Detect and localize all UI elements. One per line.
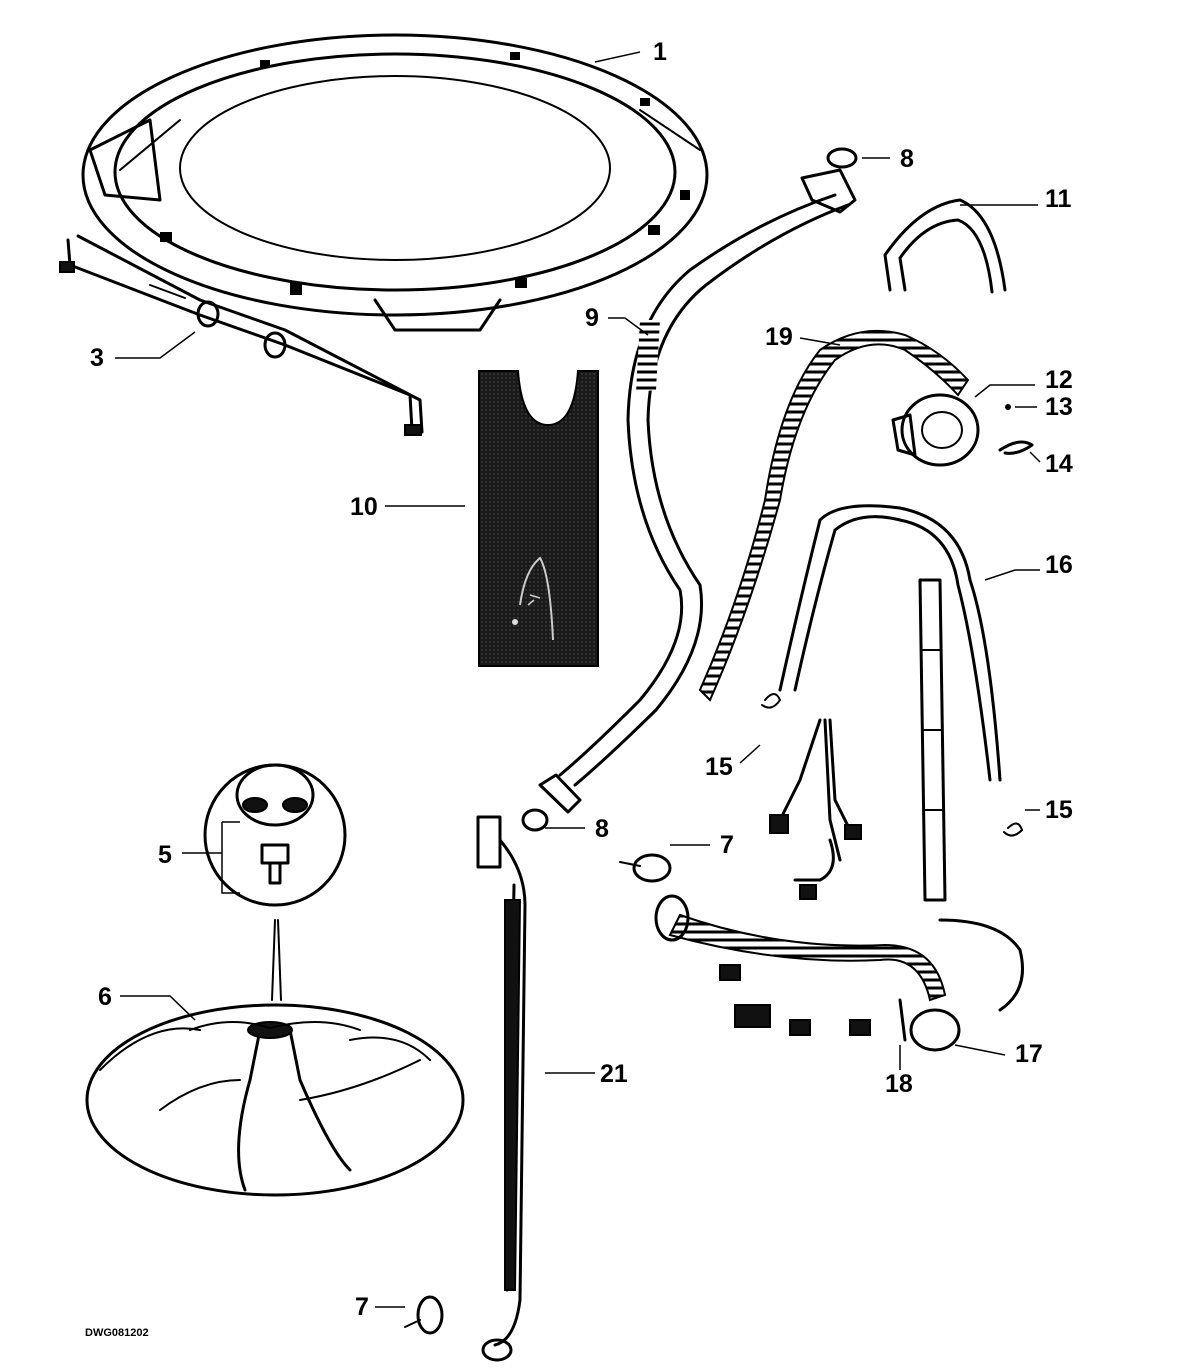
callout-9: 9 xyxy=(585,304,599,332)
callout-15-right: 15 xyxy=(1045,796,1073,824)
callout-15-left: 15 xyxy=(705,753,733,781)
callout-7-clamp: 7 xyxy=(720,831,734,859)
callout-13: 13 xyxy=(1045,393,1073,421)
callout-7-bottom: 7 xyxy=(355,1293,369,1321)
u-clip-part xyxy=(883,198,1007,294)
callout-14: 14 xyxy=(1045,450,1073,478)
agitator-cap-part xyxy=(203,763,347,1001)
callout-17: 17 xyxy=(1015,1040,1043,1068)
callout-8-bottom: 8 xyxy=(595,815,609,843)
callout-16: 16 xyxy=(1045,551,1073,579)
callout-1: 1 xyxy=(653,38,667,66)
vertical-hose-part xyxy=(476,815,527,1362)
callout-18: 18 xyxy=(885,1070,913,1098)
callout-8-top: 8 xyxy=(900,145,914,173)
hose-washer-part xyxy=(521,147,858,832)
inlet-hose-part xyxy=(538,168,857,814)
callout-5: 5 xyxy=(158,841,172,869)
support-bracket-part xyxy=(59,234,424,436)
drain-tube-part xyxy=(654,578,1024,1052)
drawing-id: DWG081202 xyxy=(85,1327,149,1339)
shield-plate-part xyxy=(478,370,599,667)
callout-3: 3 xyxy=(90,344,104,372)
wire-harness-part xyxy=(769,504,1002,900)
callout-21: 21 xyxy=(600,1060,628,1088)
callout-6: 6 xyxy=(98,983,112,1011)
callout-10: 10 xyxy=(350,493,378,521)
impeller-part xyxy=(85,1003,465,1197)
leader-lines xyxy=(115,51,1041,1308)
hose-clamp-part xyxy=(404,853,672,1335)
callout-19: 19 xyxy=(765,323,793,351)
callout-11: 11 xyxy=(1045,185,1072,213)
callout-labels: 1 3 5 6 7 7 8 8 9 10 11 12 13 14 15 15 1… xyxy=(85,38,1073,1339)
callout-12: 12 xyxy=(1045,366,1073,394)
drain-hose-part xyxy=(698,329,970,702)
pump-assembly-part xyxy=(891,393,1034,467)
tub-ring-part xyxy=(81,33,709,332)
hose-clip-part xyxy=(761,693,1023,837)
